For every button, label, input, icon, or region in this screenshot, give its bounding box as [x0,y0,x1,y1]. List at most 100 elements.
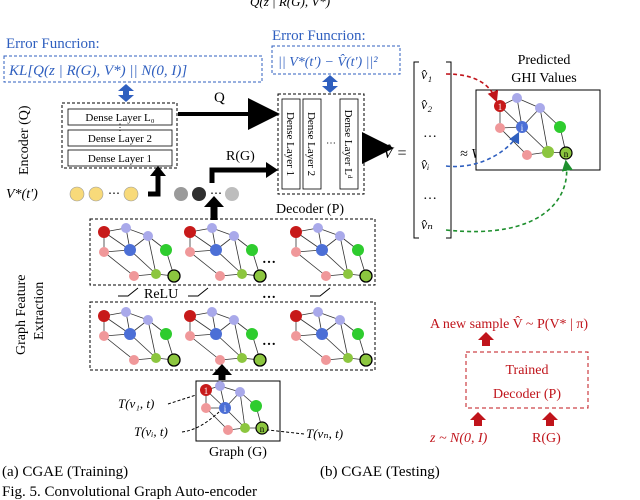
graph-node [321,355,331,365]
decoder-error-double-arrow [322,75,338,93]
q-label: Q [214,90,225,106]
input-node-2 [88,186,104,202]
rg-label: R(G) [226,149,255,164]
encoder-layer-1 [67,149,173,167]
graph-node [129,355,139,365]
graph-input-n: T(vₙ, t) [306,426,343,441]
rg-node-light [225,187,239,201]
graph-node [359,269,373,283]
testing-rg-stem [546,420,554,426]
graph-node [129,271,139,281]
graph-node [184,226,196,238]
encoder-layer-1-label: Dense Layer 1 [88,153,152,165]
rg-to-decoder-arrowhead [266,162,278,178]
graph-node [229,315,239,325]
feature-bottom-graph-1 [98,307,181,367]
rg-node-gray [174,187,188,201]
predicted-title-line1: Predicted [518,53,571,68]
encoder-layer-2-label: Dense Layer 2 [88,133,152,145]
predicted-node-1-label: 1 [498,102,503,112]
graph-node [316,328,328,340]
input-to-encoder-arrowhead [150,166,166,176]
graph-node [290,310,302,322]
vector-entry-2: v̂₂ [421,98,432,113]
input-graph-node-1-label: 1 [204,386,209,396]
testing-rg-input: R(G) [532,431,561,446]
map-arrow-green [445,159,573,233]
graph-input-n-leader [267,429,305,435]
graph-edge [339,319,349,359]
graph-node [237,353,247,363]
graph-edge [189,251,221,277]
encoder-layer-l0-label: Dense Layer L₀ [85,112,154,124]
testing-z-stem [474,420,482,426]
graph-node [359,353,373,367]
graph-edge [147,235,157,275]
caption-b: (b) CGAE (Testing) [320,464,440,480]
feature-bottom-graph-3 [290,307,373,367]
graph-node [151,353,161,363]
graph-node [352,328,364,340]
rg-node-dark [192,187,206,201]
predicted-title-line2: GHI Values [511,71,576,86]
graph-node [321,271,331,281]
trained-decoder-line2: Decoder (P) [493,387,561,402]
graph-node [291,331,301,341]
map-arrow-blue [445,131,520,168]
encoder-layer-2 [67,129,173,147]
graph-node [184,310,196,322]
decoder-layer-2 [302,98,322,190]
graph-node [143,231,153,241]
feature-top-graph-2 [184,223,267,283]
graph-input-i: T(vᵢ, t) [134,424,168,439]
input-graph-node-lavender-2 [235,387,245,397]
input-graph-node-i [219,402,231,414]
predicted-graph-box [475,89,601,171]
graph-node [343,353,353,363]
graph-node [185,247,195,257]
encoder-input-label: V*(t') [6,187,38,202]
vhat-label: V̂ = [383,143,407,162]
graph-node [185,331,195,341]
feature-bottom-ellipsis: … [262,334,276,349]
graph-node [121,223,131,233]
input-graph-node-i-label: i [224,404,227,414]
vector-entry-dots-1: … [423,126,437,141]
map-arrow-red [445,73,499,103]
feature-top-graph-3 [290,223,373,283]
caption-fig: Fig. 5. Convolutional Graph Auto-encoder [2,484,257,500]
testing-new-sample: A new sample V̂ ~ P(V* | π) [430,315,588,332]
graph-node [352,244,364,256]
graph-node [124,244,136,256]
encoder-box [61,102,178,169]
testing-output-arrowhead [478,332,494,340]
graph-edge [295,251,327,277]
input-graph-node-pink-bottom [223,425,233,435]
graph-node [253,353,267,367]
graph-node [124,328,136,340]
graph-to-feature-arrowhead [212,364,232,375]
graph-node [316,244,328,256]
top-fragment: Q(z | R(G), V*) [250,0,330,9]
graph-node [207,307,217,317]
input-graph-node-n [255,421,269,435]
feature-bottom-graph-2 [184,307,267,367]
rg-node-ellipsis: ⋯ [210,186,222,200]
vector-entry-i: v̂ᵢ [421,158,429,173]
graph-node [99,247,109,257]
decoder-layer-2-label: Dense Layer 2 [305,112,317,176]
predicted-node-lavender [512,93,522,103]
graph-node [246,328,258,340]
graph-edge [295,335,327,361]
vector-entry-1: v̂₁ [421,68,432,83]
graph-node [313,223,323,233]
vector-bracket-right [446,61,452,239]
predicted-node-pink [495,123,505,133]
encoder-error-box [3,55,263,83]
graph-node [229,231,239,241]
input-graph-node-green [240,423,250,433]
decoder-layer-ld [339,98,359,190]
decoder-layer-dots: ⋯ [326,138,336,149]
feature-label-line1: Graph Feature [14,275,29,355]
